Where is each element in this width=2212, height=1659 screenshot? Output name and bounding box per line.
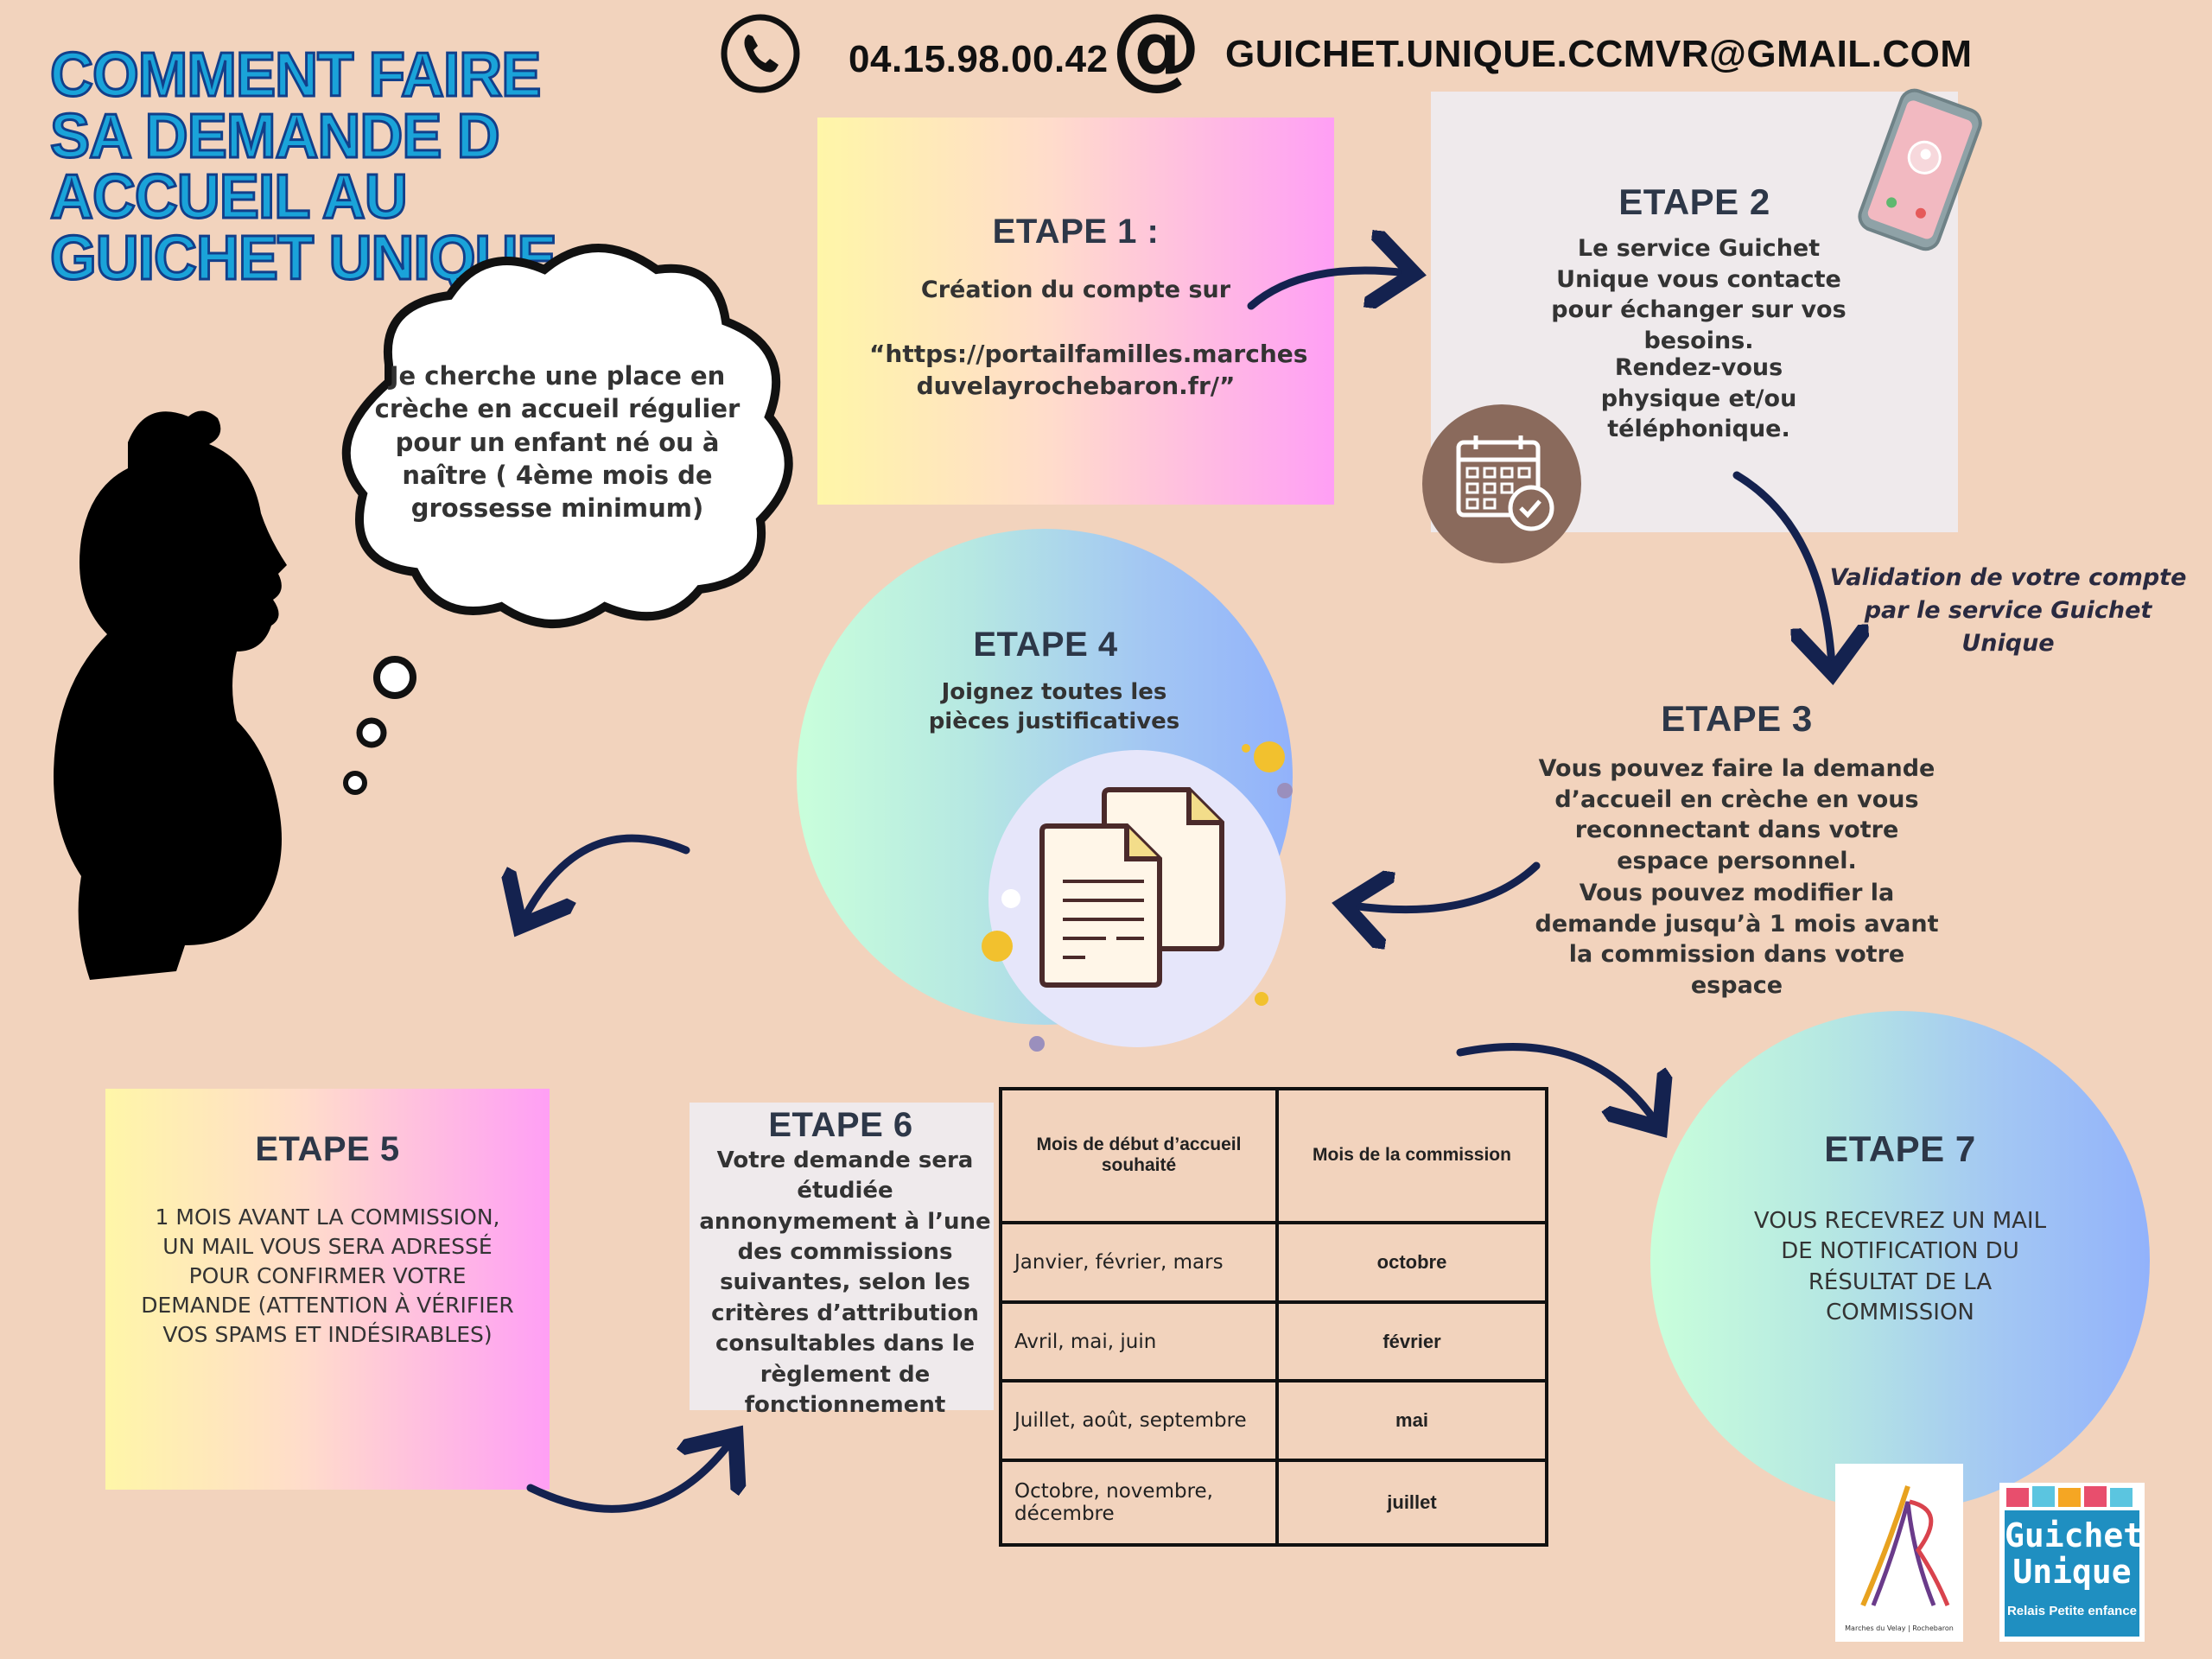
table-row: Octobre, novembre, décembre juillet (999, 1459, 1548, 1547)
step7-title: ETAPE 7 (1824, 1128, 1976, 1169)
ccmvr-caption: Marches du Velay | Rochebaron (1845, 1624, 1954, 1632)
table-cell: octobre (1275, 1220, 1548, 1304)
step3-title: ETAPE 3 (1661, 698, 1813, 739)
table-cell: mai (1275, 1379, 1548, 1463)
step6-text: Votre demande sera étudiée annonymement … (699, 1147, 991, 1418)
step3-text2: Vous pouvez modifier la demande jusqu’à … (1535, 880, 1939, 999)
commission-table: Mois de début d’accueil souhaité Mois de… (999, 1087, 1548, 1547)
decorative-dots (982, 741, 1293, 1052)
pregnant-woman-silhouette (54, 410, 287, 980)
documents-icon (1039, 787, 1224, 988)
phone-number[interactable]: 04.15.98.00.42 (849, 38, 1109, 80)
step5-card: ETAPE 5 1 MOIS AVANT LA COMMISSION, UN M… (105, 1089, 550, 1490)
guichet-unique-logo: Guichet Unique Relais Petite enfance (1999, 1483, 2145, 1642)
step2-title: ETAPE 2 (1618, 181, 1770, 222)
thought-text: Je cherche une place en crèche en accuei… (374, 361, 741, 524)
step4-title: ETAPE 4 (973, 626, 1118, 664)
step6-title: ETAPE 6 (768, 1106, 913, 1144)
guichet-logo-line2: Unique (2012, 1553, 2132, 1591)
guichet-logo-line1: Guichet (2005, 1516, 2144, 1554)
table-header: Mois de début d’accueil souhaité (999, 1087, 1279, 1224)
table-cell: juillet (1275, 1459, 1548, 1547)
step1-card: ETAPE 1 : Création du compte sur “https:… (817, 118, 1334, 505)
table-cell: février (1275, 1300, 1548, 1383)
step7-circle: ETAPE 7 VOUS RECEVREZ UN MAIL DE NOTIFIC… (1650, 1011, 2150, 1510)
arrow-step3-to-step4 (1351, 861, 1541, 910)
table-cell: Janvier, février, mars (999, 1220, 1279, 1304)
table-cell: Avril, mai, juin (999, 1300, 1279, 1383)
table-row: Juillet, août, septembre mai (999, 1379, 1548, 1463)
step1-url[interactable]: “https://portailfamilles.marches duvelay… (869, 340, 1308, 400)
ccmvr-logo: Marches du Velay | Rochebaron (1835, 1464, 1963, 1642)
table-header: Mois de la commission (1275, 1087, 1548, 1224)
step6-card: ETAPE 6 Votre demande sera étudiée annon… (690, 1103, 994, 1418)
email-address[interactable]: GUICHET.UNIQUE.CCMVR@GMAIL.COM (1225, 33, 1973, 75)
calendar-check-icon (1422, 404, 1581, 563)
arrow-step1-to-step2 (1247, 270, 1407, 306)
step2-text2: Rendez-vous physique et/ou téléphonique. (1600, 354, 1797, 443)
guichet-logo-blocks (2006, 1486, 2133, 1507)
table-row: Janvier, février, mars octobre (999, 1220, 1548, 1304)
page-title: COMMENT FAIRE SA DEMANDE D ACCUEIL AU GU… (49, 41, 558, 293)
step1-title: ETAPE 1 : (992, 213, 1160, 251)
step2-text1: Le service Guichet Unique vous contacte … (1551, 235, 1847, 354)
arrow-step5-to-step6 (526, 1441, 731, 1513)
guichet-logo-panel: Guichet Unique Relais Petite enfance (2005, 1510, 2144, 1637)
guichet-logo-line3: Relais Petite enfance (2006, 1604, 2138, 1618)
table-cell: Octobre, novembre, décembre (999, 1459, 1279, 1547)
arrow-step2-to-step3 (1732, 471, 1832, 665)
table-header-row: Mois de début d’accueil souhaité Mois de… (999, 1087, 1548, 1224)
step3-text1: Vous pouvez faire la demande d’accueil e… (1538, 755, 1936, 874)
smartphone-icon (1858, 88, 1982, 251)
table-row: Avril, mai, juin février (999, 1300, 1548, 1383)
step4-text: Joignez toutes les pièces justificatives (928, 679, 1180, 735)
step1-text: Création du compte sur (920, 276, 1231, 303)
at-sign-icon: @ (1111, 0, 1201, 99)
table-cell: Juillet, août, septembre (999, 1379, 1279, 1463)
step5-title: ETAPE 5 (255, 1130, 400, 1168)
phone-icon (721, 14, 800, 93)
ccmvr-logo-mark (1860, 1485, 1950, 1607)
arrow-step6-to-step7 (1456, 1043, 1656, 1122)
step5-text: 1 MOIS AVANT LA COMMISSION, UN MAIL VOUS… (141, 1205, 514, 1347)
thought-bubble (341, 244, 793, 628)
validation-note: Validation de votre compte par le servic… (1829, 564, 2187, 657)
step7-text: VOUS RECEVREZ UN MAIL DE NOTIFICATION DU… (1753, 1208, 2047, 1326)
arrow-step4-to-woman (524, 834, 690, 919)
thought-dots (343, 656, 416, 795)
